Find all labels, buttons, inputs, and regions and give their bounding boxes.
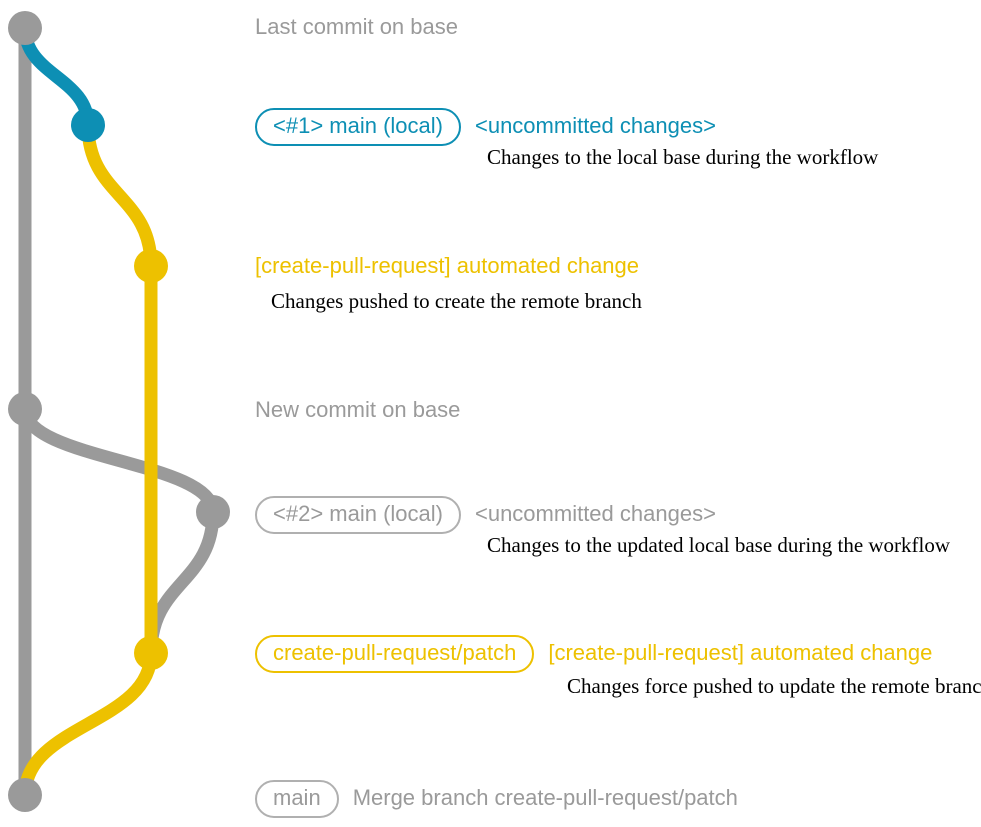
commit-subject-local-main-1: <uncommitted changes>	[474, 113, 716, 138]
commit-row-merge-commit: main Merge branch create-pull-request/pa…	[255, 780, 738, 818]
commit-subject-merge-commit: Merge branch create-pull-request/patch	[352, 785, 738, 810]
commit-subject-automated-change-2: [create-pull-request] automated change	[548, 640, 933, 665]
branch-pill-local-main-2[interactable]: <#2> main (local)	[255, 496, 461, 534]
commit-subject-local-main-2: <uncommitted changes>	[474, 501, 716, 526]
commit-node-local-main-2[interactable]	[196, 495, 230, 529]
branch-line-local-1	[18, 21, 95, 132]
commit-node-new-commit-on-base[interactable]	[8, 392, 42, 426]
branch-line-remote-merge	[18, 646, 158, 802]
commit-node-automated-change-2[interactable]	[134, 636, 168, 670]
branch-line-local-2-to-remote	[144, 505, 220, 660]
commit-row-local-main-1: <#1> main (local) <uncommitted changes>	[255, 108, 716, 146]
branch-pill-main[interactable]: main	[255, 780, 339, 818]
commit-subject-automated-change-1: [create-pull-request] automated change	[255, 253, 640, 278]
branch-pill-create-pull-request-patch[interactable]: create-pull-request/patch	[255, 635, 535, 673]
commit-node-automated-change-1[interactable]	[134, 249, 168, 283]
commit-note-local-main-1: Changes to the local base during the wor…	[487, 145, 879, 169]
branch-pill-local-main-1[interactable]: <#1> main (local)	[255, 108, 461, 146]
commit-note-automated-change-2: Changes force pushed to update the remot…	[567, 674, 981, 698]
commit-row-local-main-2: <#2> main (local) <uncommitted changes>	[255, 496, 716, 534]
commit-note-local-main-2: Changes to the updated local base during…	[487, 533, 951, 557]
commit-row-automated-change-2: create-pull-request/patch [create-pull-r…	[255, 635, 932, 673]
branch-line-remote	[81, 118, 158, 660]
commit-node-last-commit-on-base[interactable]	[8, 11, 42, 45]
commit-note-automated-change-1: Changes pushed to create the remote bran…	[271, 289, 642, 313]
commit-node-merge-commit[interactable]	[8, 778, 42, 812]
commit-subject-last-commit-on-base: Last commit on base	[255, 14, 458, 39]
commit-subject-new-commit-on-base: New commit on base	[255, 397, 461, 422]
commit-node-local-main-1[interactable]	[71, 108, 105, 142]
branch-line-local-2	[18, 402, 220, 519]
